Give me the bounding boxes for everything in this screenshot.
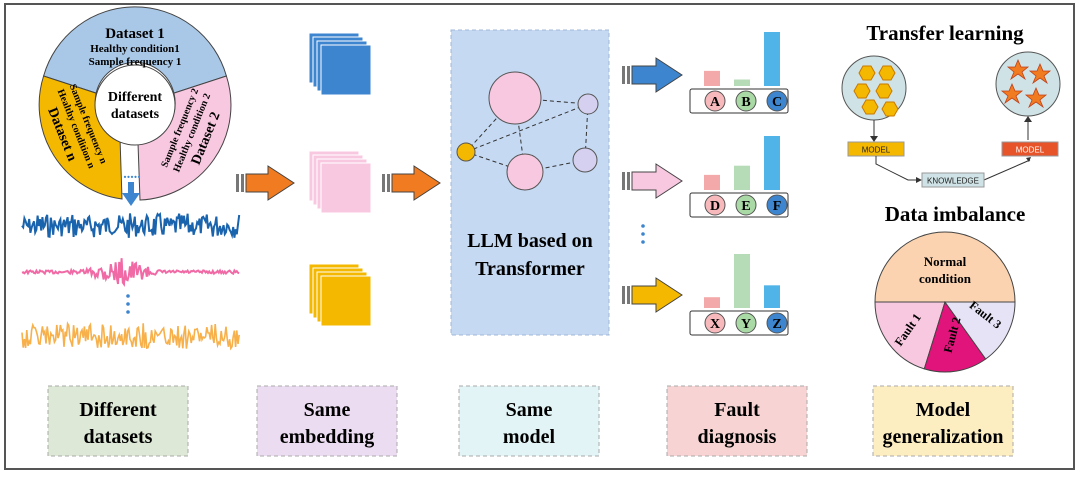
signal-waveforms	[21, 211, 241, 351]
signal-pink-waveform	[21, 258, 240, 288]
bottom-label-line2: embedding	[280, 426, 374, 448]
down-arrow-icon	[122, 182, 140, 206]
signal-blue-waveform	[21, 211, 241, 240]
bottom-labels: Different datasets Same embedding Same model F…	[47, 385, 1014, 457]
output-arrow-blue-icon	[622, 57, 683, 93]
bottom-label-line2: diagnosis	[698, 426, 777, 448]
class-label-circle	[735, 312, 757, 334]
fault-diagnosis-outputs: A B C D E F X Y Z	[689, 32, 789, 336]
model-left-label: MODEL	[862, 146, 891, 155]
data-imbalance: Data imbalance Normal condition Fault 1 …	[874, 202, 1026, 373]
pie-slice-fault1	[874, 301, 946, 370]
graph-node	[577, 93, 599, 115]
class-label-text: E	[741, 199, 750, 214]
output-bar	[704, 174, 720, 190]
output-bar	[764, 136, 780, 190]
dataset1-line2: Sample frequency 1	[89, 56, 182, 68]
bottom-label-box: Different datasets	[47, 385, 189, 457]
output-arrow-yellow-icon	[622, 277, 683, 313]
arrow-to-embedding-icon	[236, 165, 295, 201]
bottom-label-box: Model generalization	[872, 385, 1014, 457]
bottom-label-line2: datasets	[84, 426, 153, 448]
model-box-right	[1001, 141, 1059, 157]
class-label-text: D	[710, 199, 720, 214]
class-label-circle	[735, 90, 757, 112]
bottom-label-line2: model	[503, 426, 556, 448]
output-bar	[704, 70, 720, 86]
class-label-text: F	[773, 199, 782, 214]
output-ellipsis	[641, 224, 645, 244]
model-right-label: MODEL	[1016, 146, 1045, 155]
output-bar	[764, 32, 780, 86]
llm-box: LLM based on Transformer	[450, 29, 610, 336]
output-bar	[704, 297, 720, 308]
class-label-circle	[704, 90, 726, 112]
dataset1-title: Dataset 1	[105, 26, 165, 42]
bottom-label-line1: Fault	[714, 399, 760, 421]
bottom-label-line2: generalization	[882, 426, 1003, 448]
normal-label-line1: Normal	[924, 254, 967, 269]
graph-node	[456, 142, 476, 162]
class-label-text: X	[710, 317, 720, 332]
bottom-label-box: Same model	[458, 385, 600, 457]
output-arrow-pink-icon	[622, 163, 683, 199]
output-panel: X Y Z	[689, 254, 789, 336]
ring-center-line2: datasets	[111, 107, 160, 122]
bottom-label-box: Same embedding	[256, 385, 398, 457]
bottom-label-line1: Same	[506, 399, 553, 421]
pie-slice-normal	[874, 231, 1016, 303]
embedding-stack-yellow	[308, 263, 372, 327]
class-label-circle	[704, 312, 726, 334]
normal-label-line2: condition	[919, 271, 972, 286]
transfer-learning-title: Transfer learning	[866, 21, 1024, 45]
embedding-stack-blue	[308, 32, 372, 96]
llm-label-line2: Transformer	[475, 258, 585, 280]
ring-center	[94, 64, 176, 146]
bottom-label-line1: Different	[79, 399, 157, 421]
class-label-text: C	[772, 95, 782, 110]
class-label-circle	[766, 194, 788, 216]
embedding-stack-pink	[308, 150, 372, 214]
transfer-learning: Transfer learning MODEL MODEL KNO	[841, 21, 1061, 188]
bottom-label-line1: Model	[916, 399, 971, 421]
output-panel: A B C	[689, 32, 789, 114]
graph-node	[506, 153, 544, 191]
output-bar	[734, 254, 750, 308]
class-label-circle	[766, 312, 788, 334]
signal-yellow-waveform	[21, 321, 240, 351]
output-bar	[734, 165, 750, 190]
hexagon-icon	[853, 65, 899, 117]
pie-slice-fault2	[923, 300, 987, 373]
output-panel: D E F	[689, 136, 789, 218]
dataset1-line1: Healthy condition1	[90, 43, 180, 55]
bottom-label-box: Fault diagnosis	[666, 385, 808, 457]
output-bar	[734, 79, 750, 86]
pie-slice-fault3	[944, 301, 1016, 360]
dataset-ring: Dataset 1 Healthy condition1 Sample freq…	[38, 6, 232, 201]
llm-label-line1: LLM based on	[467, 230, 593, 252]
bottom-label-line1: Same	[304, 399, 351, 421]
class-label-circle	[766, 90, 788, 112]
class-label-text: Z	[772, 317, 781, 332]
data-imbalance-title: Data imbalance	[885, 202, 1026, 226]
class-label-text: A	[710, 95, 721, 110]
knowledge-label: KNOWLEDGE	[927, 177, 979, 186]
ring-ellipsis: .....	[123, 167, 141, 182]
outer-frame	[4, 3, 1075, 470]
graph-node	[572, 147, 598, 173]
target-domain-circle	[995, 51, 1061, 117]
star-icon	[1000, 58, 1052, 109]
class-label-text: B	[741, 95, 750, 110]
ring-center-line1: Different	[108, 90, 162, 105]
arrow-to-model-icon	[382, 165, 441, 201]
class-label-text: Y	[741, 317, 751, 332]
graph-node-large	[488, 71, 542, 125]
knowledge-box	[921, 172, 985, 188]
class-label-circle	[704, 194, 726, 216]
class-label-circle	[735, 194, 757, 216]
output-bar	[764, 285, 780, 308]
ring-segment-dataset1	[42, 6, 228, 94]
